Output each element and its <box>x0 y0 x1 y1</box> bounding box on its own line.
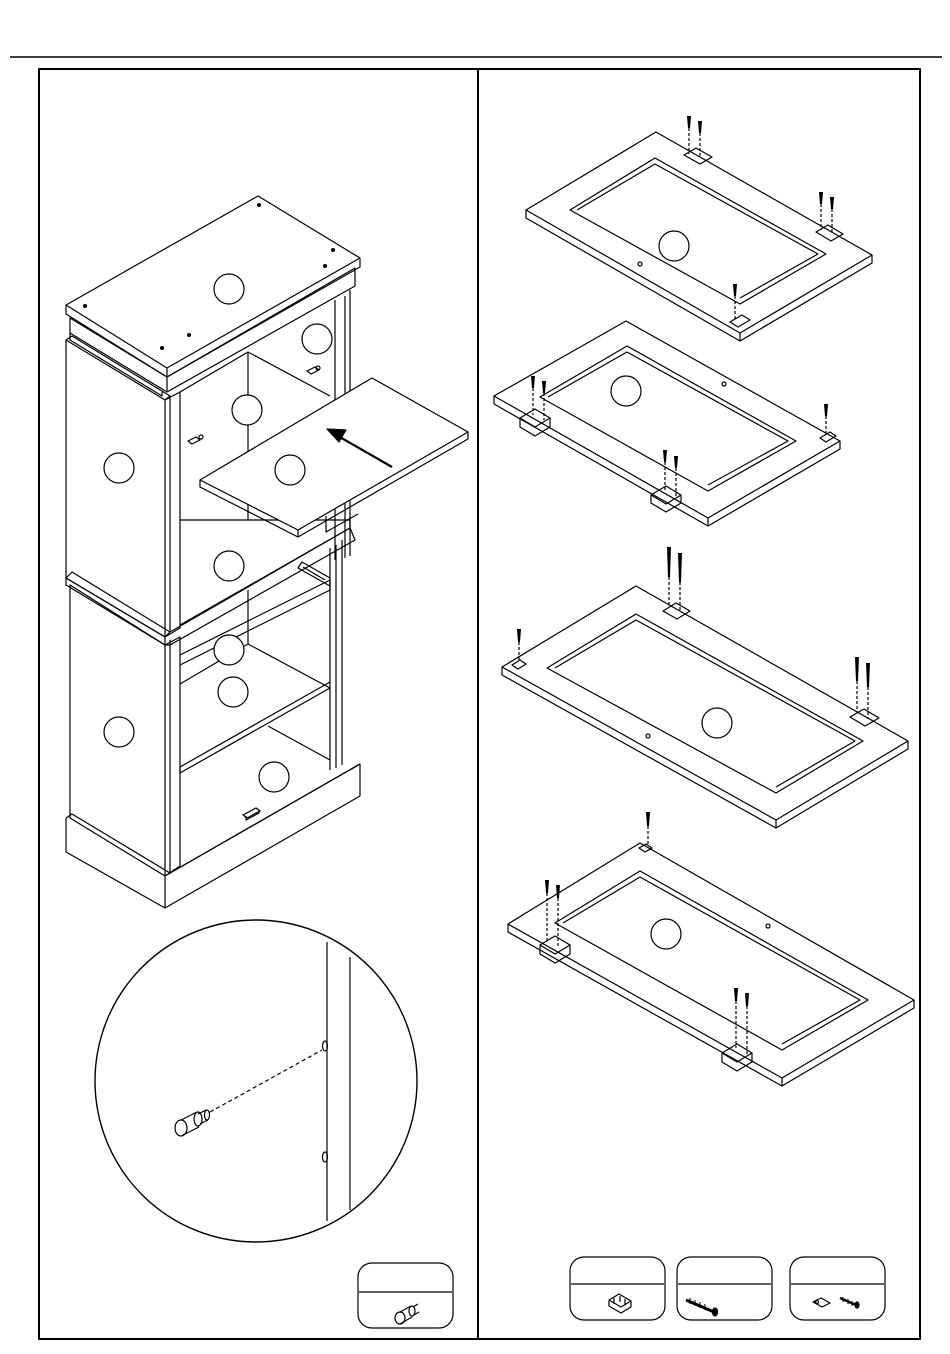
left-panel-frame <box>39 69 478 1339</box>
callout-circle <box>232 395 262 425</box>
cabinet-cornice <box>70 318 167 392</box>
callout-circle <box>275 455 305 485</box>
door-panel <box>502 547 908 828</box>
cabinet-plinth <box>66 764 360 908</box>
hardware-box-shelf-pin <box>358 1263 453 1328</box>
shelf-pin-detail-view <box>95 920 417 1242</box>
callout-circle <box>214 551 244 581</box>
detail-circle <box>95 920 417 1242</box>
callout-circle <box>259 762 289 792</box>
bracket-and-screw-icon <box>813 1297 859 1308</box>
lower-fixed-shelf <box>180 580 330 665</box>
cabinet-waist-molding <box>66 572 170 637</box>
door-panel <box>508 812 914 1086</box>
callout-circle <box>702 708 732 738</box>
cabinet-drawing <box>66 196 360 908</box>
callout-circle <box>104 453 134 483</box>
callout-circle <box>302 324 332 354</box>
wood-screw-icon <box>686 1298 718 1316</box>
callout-circle <box>611 376 641 406</box>
callout-circle <box>651 919 681 949</box>
callout-circle <box>218 677 248 707</box>
shelf-pin-part <box>175 1110 210 1136</box>
callout-circle <box>214 635 244 665</box>
door-panel <box>494 321 840 526</box>
callout-circle <box>214 274 244 304</box>
callout-circle <box>104 717 134 747</box>
hardware-box-hinge <box>570 1257 665 1320</box>
hinge-icon <box>609 1294 631 1313</box>
hardware-box-screw <box>677 1257 772 1320</box>
callout-circle <box>659 231 689 261</box>
door-panel <box>526 116 872 341</box>
hardware-box-bracket-screw <box>790 1257 885 1320</box>
shelf-pin-icon <box>395 1304 419 1324</box>
